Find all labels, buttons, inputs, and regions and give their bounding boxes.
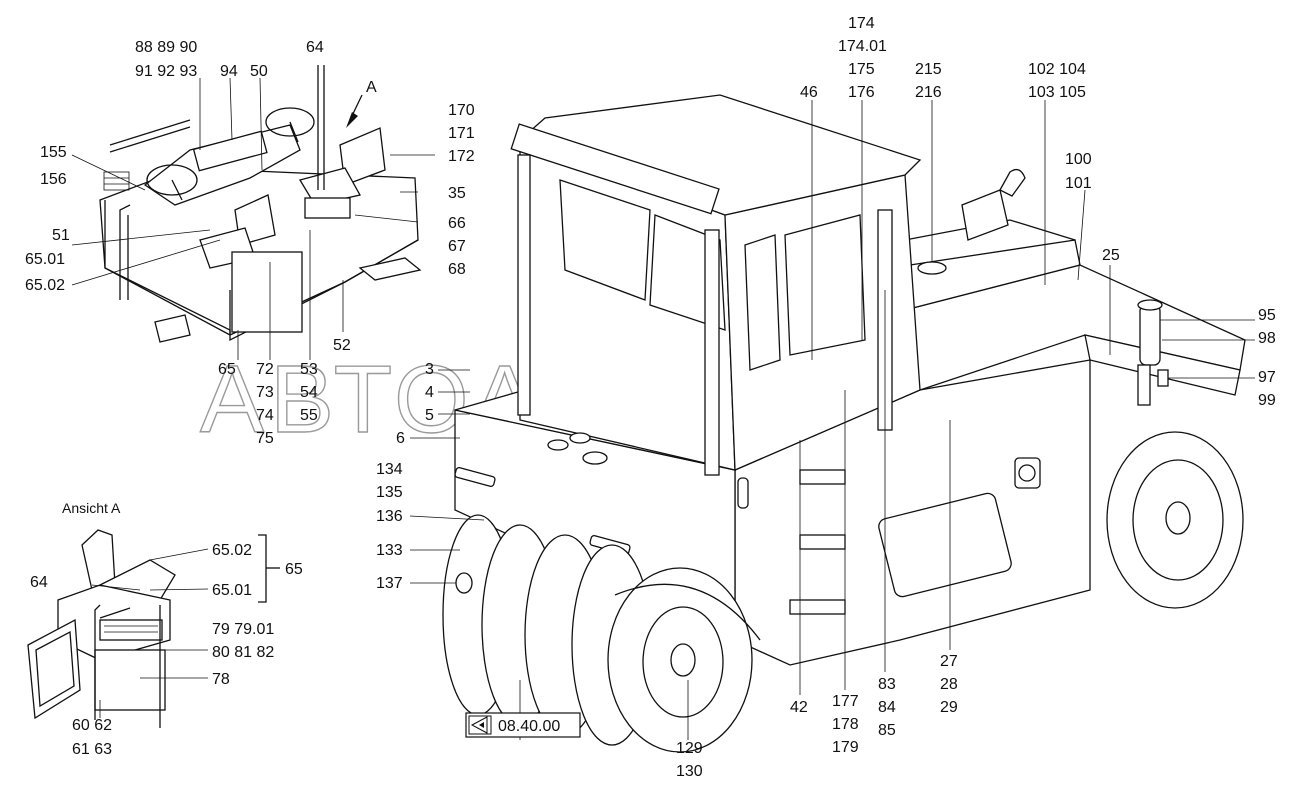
label-216: 216 — [915, 84, 942, 101]
label-133: 133 — [376, 542, 403, 559]
label-83: 83 — [878, 676, 896, 693]
label-78: 78 — [212, 671, 230, 688]
label-25: 25 — [1102, 247, 1120, 264]
label-178: 178 — [832, 716, 859, 733]
label-64-top: 64 — [306, 39, 324, 56]
cab-interior-drawing: A — [71, 65, 435, 360]
label-179: 179 — [832, 739, 859, 756]
arrow-label: A — [366, 79, 377, 96]
label-74: 74 — [256, 407, 274, 424]
label-35: 35 — [448, 185, 466, 202]
view-a-drawing — [27, 529, 280, 728]
label-6: 6 — [396, 430, 405, 447]
label-136: 136 — [376, 508, 403, 525]
label-67: 67 — [448, 238, 466, 255]
label-53: 53 — [300, 361, 318, 378]
label-64-view: 64 — [30, 574, 48, 591]
label-170: 170 — [448, 102, 475, 119]
label-65-02-view: 65.02 — [212, 542, 252, 559]
label-65-top: 65 — [218, 361, 236, 378]
label-4: 4 — [425, 384, 434, 401]
label-129: 129 — [676, 740, 703, 757]
label-46: 46 — [800, 84, 818, 101]
label-54: 54 — [300, 384, 318, 401]
label-172: 172 — [448, 148, 475, 165]
label-65-01-view: 65.01 — [212, 582, 252, 599]
label-28: 28 — [940, 676, 958, 693]
label-171: 171 — [448, 125, 475, 142]
label-72: 72 — [256, 361, 274, 378]
label-137: 137 — [376, 575, 403, 592]
label-60-62: 60 62 — [72, 717, 112, 734]
label-65-01-top: 65.01 — [25, 251, 65, 268]
label-29: 29 — [940, 699, 958, 716]
label-94: 94 — [220, 63, 238, 80]
label-99: 99 — [1258, 392, 1276, 409]
label-65-02-top: 65.02 — [25, 277, 65, 294]
label-68: 68 — [448, 261, 466, 278]
label-98: 98 — [1258, 330, 1276, 347]
label-5: 5 — [425, 407, 434, 424]
label-135: 135 — [376, 484, 403, 501]
label-3: 3 — [425, 361, 434, 378]
roller-drawing — [442, 94, 1246, 753]
label-79-79-01: 79 79.01 — [212, 621, 274, 638]
label-42: 42 — [790, 699, 808, 716]
label-52: 52 — [333, 337, 351, 354]
label-55: 55 — [300, 407, 318, 424]
label-103-105: 103 105 — [1028, 84, 1086, 101]
reference-box[interactable]: 08.40.00 — [465, 712, 581, 738]
label-73: 73 — [256, 384, 274, 401]
label-174-01: 174.01 — [838, 38, 887, 55]
main-leader-lines — [409, 100, 1255, 740]
label-215: 215 — [915, 61, 942, 78]
label-66: 66 — [448, 215, 466, 232]
label-75: 75 — [256, 430, 274, 447]
label-156: 156 — [40, 171, 67, 188]
label-174: 174 — [848, 15, 875, 32]
label-130: 130 — [676, 763, 703, 780]
label-100: 100 — [1065, 151, 1092, 168]
label-176: 176 — [848, 84, 875, 101]
reference-number: 08.40.00 — [498, 718, 560, 735]
label-95: 95 — [1258, 307, 1276, 324]
label-50: 50 — [250, 63, 268, 80]
view-label: Ansicht A — [62, 500, 121, 516]
label-155: 155 — [40, 144, 67, 161]
label-175: 175 — [848, 61, 875, 78]
label-84: 84 — [878, 699, 896, 716]
label-101: 101 — [1065, 175, 1092, 192]
label-91-92-93: 91 92 93 — [135, 63, 197, 80]
label-27: 27 — [940, 653, 958, 670]
label-51: 51 — [52, 227, 70, 244]
label-61-63: 61 63 — [72, 741, 112, 758]
label-102-104: 102 104 — [1028, 61, 1086, 78]
label-85: 85 — [878, 722, 896, 739]
label-65-view: 65 — [285, 561, 303, 578]
label-177: 177 — [832, 693, 859, 710]
label-80-81-82: 80 81 82 — [212, 644, 274, 661]
label-134: 134 — [376, 461, 403, 478]
reference-arrow-icon — [470, 716, 488, 734]
label-97: 97 — [1258, 369, 1276, 386]
label-88-89-90: 88 89 90 — [135, 39, 197, 56]
